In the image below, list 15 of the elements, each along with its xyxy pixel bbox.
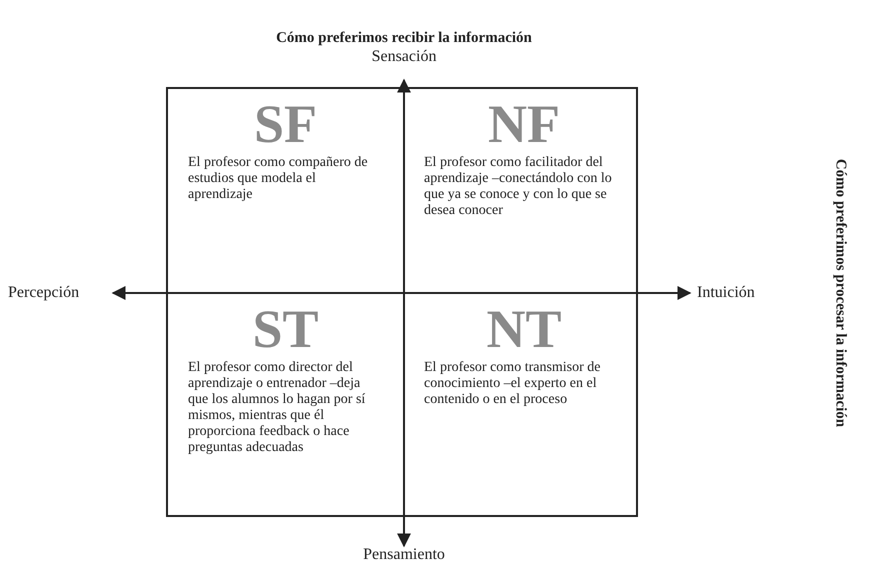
axis-label: Pensamiento bbox=[363, 546, 445, 564]
axis-label: Sensación bbox=[372, 48, 436, 66]
axis-title: Cómo preferimos procesar la información bbox=[832, 158, 848, 428]
quadrant-text: El profesor como facilitador del aprendizaje –conectándolo con lo que ya se conoce y con lo que se desea conocer bbox=[424, 155, 613, 220]
axis-label: Intuición bbox=[697, 284, 755, 302]
quadrant-text: El profesor como compañero de estudios que modela el aprendizaje bbox=[188, 155, 369, 204]
quadrant-text: El profesor como director del aprendizaje o entrenador –deja que los alumnos lo hagan por sí mismos, mientras que él proporciona feedback o hace preguntas adecuadas bbox=[188, 360, 366, 457]
quadrant-text: El profesor como transmisor de conocimiento –el experto en el contenido o en el proceso bbox=[424, 360, 602, 408]
frame-box bbox=[166, 87, 638, 517]
quadrant-heading: SF bbox=[252, 97, 318, 151]
axis-label: Percepción bbox=[8, 284, 80, 302]
quadrant-heading: ST bbox=[251, 302, 320, 356]
quadrant-heading: NF bbox=[487, 97, 561, 151]
quadrant-heading: NT bbox=[485, 302, 562, 356]
title: Cómo preferimos recibir la información bbox=[275, 30, 533, 47]
